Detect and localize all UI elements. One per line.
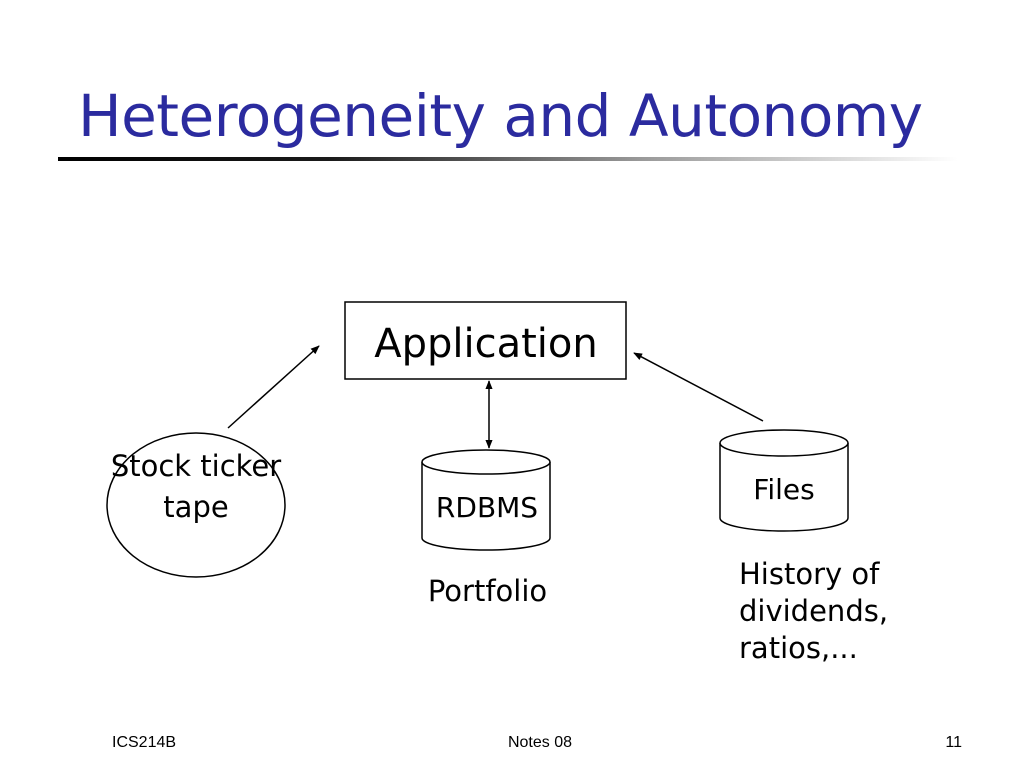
stock-ticker-label: Stock ticker tape (110, 449, 282, 524)
footer-course: ICS214B (112, 734, 177, 751)
rdbms-label: RDBMS (435, 491, 539, 524)
files-caption: History of dividends, ratios,... (739, 557, 889, 665)
slide-title: Heterogeneity and Autonomy (78, 82, 923, 150)
files-label: Files (753, 473, 815, 506)
footer-notes: Notes 08 (507, 734, 573, 751)
portfolio-caption: Portfolio (427, 574, 548, 608)
rdbms-cylinder (421, 449, 551, 551)
arrow-files-to-application (633, 352, 764, 422)
application-label: Application (374, 321, 598, 367)
arrow-stock-to-application (227, 345, 320, 429)
footer-page-number: 11 (945, 734, 962, 751)
stock-ticker-ellipse (106, 432, 286, 578)
application-box (344, 301, 627, 380)
files-cylinder (719, 429, 849, 532)
title-underline (58, 157, 958, 161)
